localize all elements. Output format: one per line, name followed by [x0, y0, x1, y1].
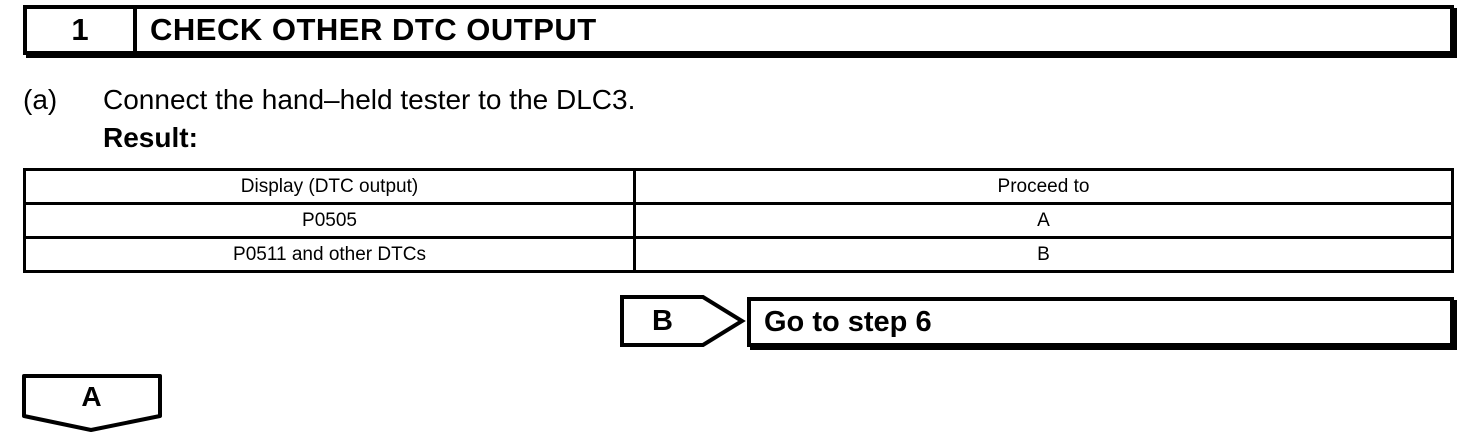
result-table: Display (DTC output) Proceed to P0505 A …: [23, 168, 1454, 273]
proceed-cell: B: [633, 236, 1454, 273]
goto-step-box: Go to step 6: [747, 297, 1454, 347]
proceed-cell: A: [633, 202, 1454, 239]
instruction-line: (a) Connect the hand–held tester to the …: [23, 84, 635, 116]
branch-arrow-shape: [620, 295, 746, 347]
dtc-cell: P0511 and other DTCs: [23, 236, 636, 273]
connector-label: A: [81, 381, 102, 412]
table-header-proceed: Proceed to: [633, 168, 1454, 205]
instruction-marker: (a): [23, 84, 58, 115]
connector-a-shape: [22, 374, 162, 432]
step-header-box: 1 CHECK OTHER DTC OUTPUT: [23, 5, 1454, 55]
result-label: Result:: [103, 122, 198, 153]
branch-label: B: [652, 304, 673, 337]
step-number: 1: [27, 9, 137, 51]
table-header-row: Display (DTC output) Proceed to: [23, 168, 1454, 205]
step-title: CHECK OTHER DTC OUTPUT: [150, 12, 597, 47]
table-row: P0505 A: [23, 202, 1454, 239]
table-header-display: Display (DTC output): [23, 168, 636, 205]
instruction-text: Connect the hand–held tester to the DLC3…: [103, 84, 636, 115]
goto-step-text: Go to step 6: [764, 305, 932, 338]
dtc-cell: P0505: [23, 202, 636, 239]
table-row: P0511 and other DTCs B: [23, 236, 1454, 273]
